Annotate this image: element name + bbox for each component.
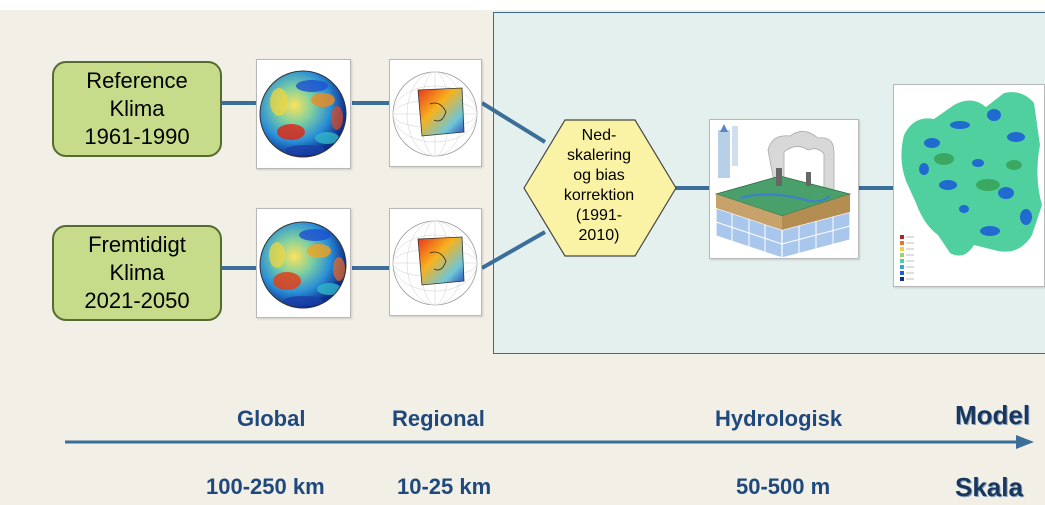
downscaling-line-3: og bias <box>573 167 625 184</box>
global-model-tile-future <box>256 208 351 318</box>
globe-icon <box>259 221 347 309</box>
regional-model-tile-future <box>389 208 482 316</box>
downscaling-line-1: Ned- <box>581 127 617 144</box>
globe-icon <box>259 70 347 158</box>
downscaling-line-4: korrektion <box>563 187 635 204</box>
hydrology-model-tile <box>709 119 859 259</box>
regional-domain-icon <box>392 220 478 306</box>
future-line-1: Fremtidigt <box>88 232 186 257</box>
future-line-3: 2021-2050 <box>84 288 190 313</box>
model-level-hydrological: Hydrologisk <box>715 406 843 431</box>
reference-climate-box: Reference Klima 1961-1990 <box>52 61 222 157</box>
scale-level-regional: 10-25 km <box>397 474 492 499</box>
future-line-2: Klima <box>109 260 165 285</box>
model-level-regional: Regional <box>392 406 485 431</box>
map-icon <box>894 85 1044 286</box>
future-climate-box: Fremtidigt Klima 2021-2050 <box>52 225 222 321</box>
downscaling-hexagon <box>523 119 677 257</box>
scale-level-hydrological: 50-500 m <box>736 474 831 499</box>
hydrology-model-icon <box>710 120 858 258</box>
model-axis-title: Model <box>955 400 1031 430</box>
downscaling-line-2: skalering <box>566 147 632 164</box>
reference-line-1: Reference <box>86 68 188 93</box>
scale-level-global: 100-250 km <box>206 474 325 499</box>
connector-line <box>481 230 546 270</box>
reference-line-2: Klima <box>109 96 165 121</box>
hydrology-map-tile <box>893 84 1045 287</box>
regional-domain-icon <box>392 71 478 157</box>
scale-arrow-head <box>1016 435 1034 449</box>
downscaling-line-6: 2010) <box>578 227 620 244</box>
regional-model-tile-reference <box>389 59 482 167</box>
model-level-global: Global <box>237 406 306 431</box>
downscaling-line-5: (1991- <box>575 207 623 224</box>
connector-line <box>480 101 547 144</box>
reference-line-3: 1961-1990 <box>84 124 190 149</box>
top-strip <box>0 0 1045 10</box>
scale-axis-title: Skala <box>955 472 1023 502</box>
downscaling-label: Ned- skalering og bias korrektion (1991-… <box>528 126 670 246</box>
global-model-tile-reference <box>256 59 351 169</box>
map-legend <box>900 235 914 281</box>
